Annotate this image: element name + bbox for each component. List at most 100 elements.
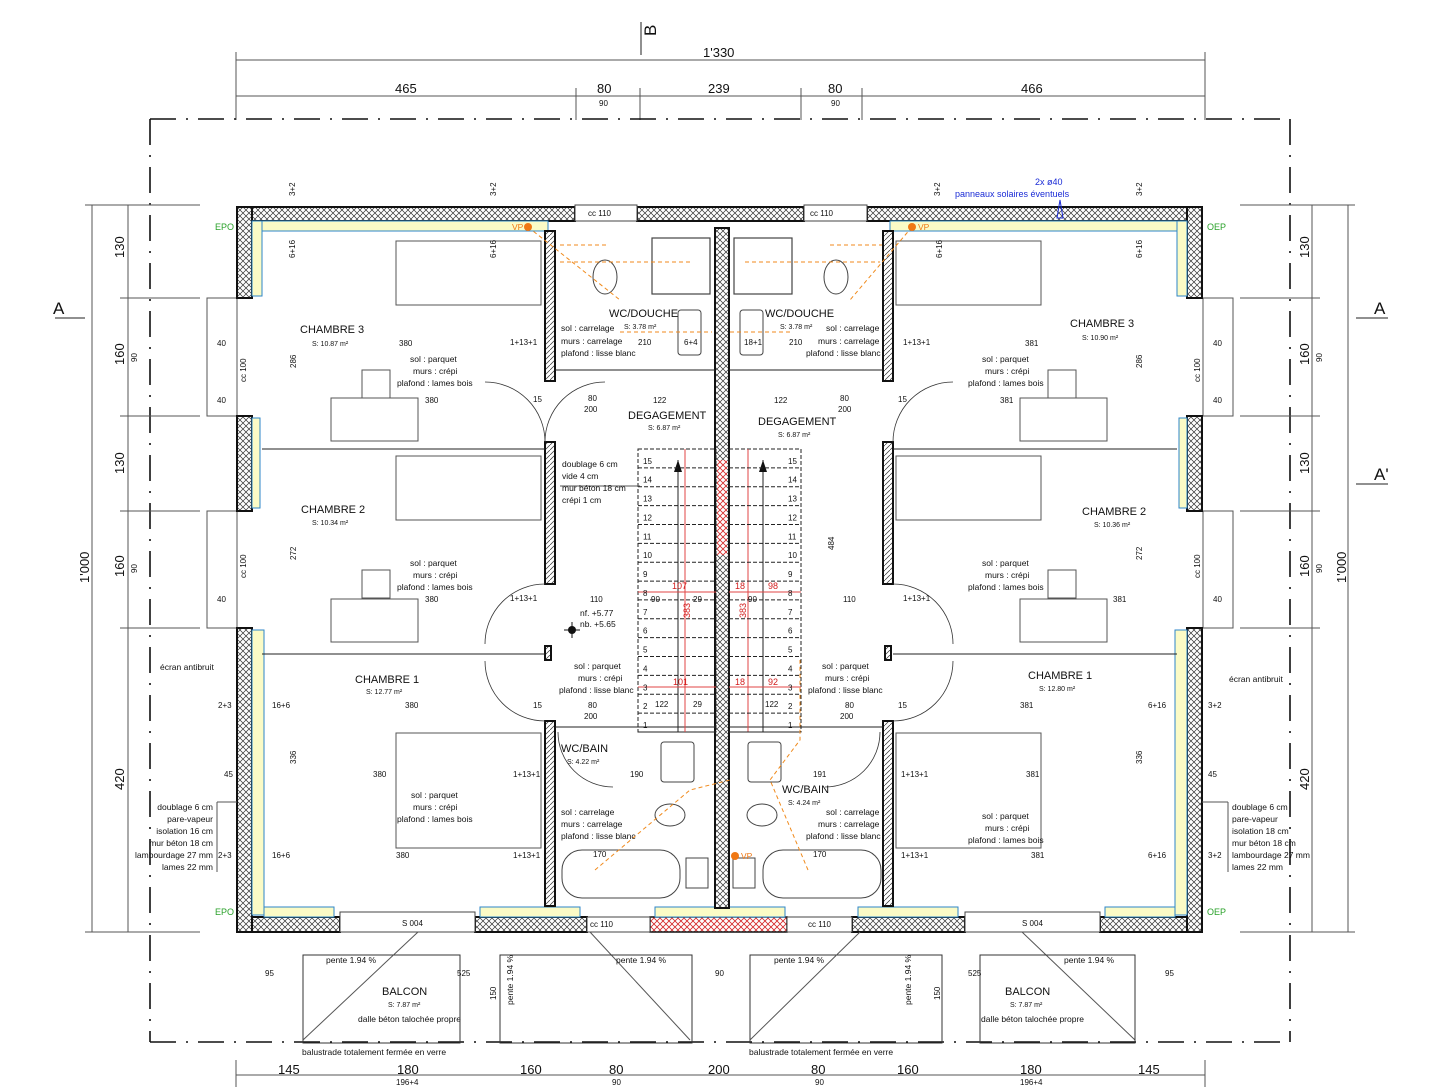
wall-layer-note: mur béton 18 cm <box>149 838 213 848</box>
door-jamb: 15 <box>898 701 907 710</box>
room-area: S: 12.77 m² <box>366 689 403 696</box>
window-label: cc 110 <box>590 920 614 929</box>
room-depth: 272 <box>1135 546 1144 560</box>
level-marker-icon <box>564 622 580 638</box>
section-markers: B A A A' <box>53 22 1389 485</box>
dim-left-seg: 130 <box>112 236 127 258</box>
room-width: 210 <box>789 338 803 347</box>
wall-layer-note: lambourdage 27 mm <box>1232 850 1310 860</box>
dim-bottom-sub: 196+4 <box>1020 1078 1043 1087</box>
stair-step-number: 10 <box>643 551 652 560</box>
partition-thickness: 1+13+1 <box>513 851 541 860</box>
room-finish: murs : carrelage <box>561 819 623 829</box>
vp-label: VP <box>741 851 753 861</box>
partition-thickness: 1+13+1 <box>901 851 929 860</box>
dim-left-seg: 420 <box>112 768 127 790</box>
stair-step-number: 7 <box>788 608 793 617</box>
ext-wall-thickness: 3+2 <box>933 182 942 196</box>
section-marker-b: B <box>641 25 660 36</box>
room-finish: sol : parquet <box>411 790 458 800</box>
room-width: 381 <box>1026 770 1040 779</box>
room-width: 122 <box>774 396 788 405</box>
window-label: cc 110 <box>588 209 612 218</box>
fixture-dim: 6+4 <box>684 338 698 347</box>
dim-right-overall: 1'000 <box>1334 552 1349 583</box>
vp-marker <box>524 223 532 231</box>
wall-layer-note: lames 22 mm <box>162 862 213 872</box>
balcony-dim: 95 <box>265 969 274 978</box>
room-depth: 286 <box>289 354 298 368</box>
stair-step-number: 6 <box>643 627 648 636</box>
stair-step-number: 9 <box>788 570 793 579</box>
dim-right-sub: 90 <box>1315 353 1324 362</box>
room-finish: sol : carrelage <box>561 807 615 817</box>
stair-tread: 90 <box>651 595 660 604</box>
room-width: 381 <box>1020 701 1034 710</box>
tub-width: 170 <box>593 850 607 859</box>
room-width: 380 <box>425 595 439 604</box>
room-finish: plafond : lames bois <box>968 582 1044 592</box>
door-opening: 200 <box>840 712 854 721</box>
ext-wall-thickness: 3+2 <box>1208 701 1222 710</box>
dim-top-seg: 465 <box>395 81 417 96</box>
room-finish: sol : carrelage <box>561 323 615 333</box>
top-dimension-chain: 1'330 465 80 90 239 80 90 466 <box>235 45 1206 120</box>
party-wall-note: vide 4 cm <box>562 471 598 481</box>
room-finish: sol : parquet <box>410 558 457 568</box>
room-name: WC/BAIN <box>782 784 829 796</box>
room-finish: murs : crépi <box>825 673 870 683</box>
fixture-dim: 18+1 <box>744 338 763 347</box>
stair-step-number: 12 <box>788 513 797 522</box>
lining-thickness: 6+16 <box>935 239 944 258</box>
room-finish: plafond : lames bois <box>397 378 473 388</box>
dim-top-seg: 239 <box>708 81 730 96</box>
dim-bottom-seg: 145 <box>1138 1062 1160 1077</box>
wall-layer-note: pare-vapeur <box>167 814 213 824</box>
room-finish: sol : parquet <box>410 354 457 364</box>
slope-label: pente 1.94 % <box>505 954 515 1005</box>
room-finish: sol : carrelage <box>826 323 880 333</box>
dim-reveal: 40 <box>217 595 226 604</box>
dim-top-overall: 1'330 <box>703 45 734 60</box>
partition-thickness: 1+13+1 <box>901 770 929 779</box>
room-finish: murs : crépi <box>578 673 623 683</box>
slope-label: pente 1.94 % <box>774 955 825 965</box>
dim-reveal: 40 <box>217 339 226 348</box>
dim-right-seg: 160 <box>1297 343 1312 365</box>
door-label: S 004 <box>1022 919 1043 928</box>
room-name: DEGAGEMENT <box>758 416 837 428</box>
stair-step-number: 13 <box>788 495 797 504</box>
balconies: pente 1.94 % pente 1.94 % pente 1.94 % p… <box>265 931 1174 1057</box>
vp-label: VP <box>512 222 524 232</box>
stair-step-number: 2 <box>788 702 793 711</box>
dim-top-sub: 90 <box>831 99 840 108</box>
partition-thickness: 1+13+1 <box>903 594 931 603</box>
room-name: BALCON <box>382 986 427 998</box>
plumbing-lines <box>527 226 913 871</box>
room-depth: 272 <box>289 546 298 560</box>
stair-run: 383 <box>738 603 748 618</box>
ext-wall-thickness: 3+2 <box>1135 182 1144 196</box>
party-wall-acoustic <box>717 460 727 555</box>
room-width: 525 <box>968 969 982 978</box>
room-depth: 150 <box>933 986 942 1000</box>
section-marker-a-left: A <box>53 299 65 318</box>
stair-dim: 18 <box>735 581 745 591</box>
room-finish: sol : parquet <box>574 661 621 671</box>
door-opening: 200 <box>838 405 852 414</box>
stair-step-number: 4 <box>788 664 793 673</box>
window-label: cc 110 <box>810 209 834 218</box>
oep-label: OEP <box>1207 907 1226 917</box>
stair-step-number: 14 <box>788 476 797 485</box>
door-dimensions: 80 200 80 200 80 200 80 200 15 15 15 15 … <box>218 182 1222 860</box>
lining-thickness: 16+6 <box>272 701 291 710</box>
stair-dim: 107 <box>672 581 687 591</box>
room-name: CHAMBRE 2 <box>1082 506 1146 518</box>
room-width: 191 <box>813 770 827 779</box>
stair-step-number: 3 <box>643 683 648 692</box>
wall-layer-note: lames 22 mm <box>1232 862 1283 872</box>
room-finish: murs : carrelage <box>818 819 880 829</box>
stair-side: 29 <box>693 700 702 709</box>
stair-step-number: 12 <box>643 513 652 522</box>
